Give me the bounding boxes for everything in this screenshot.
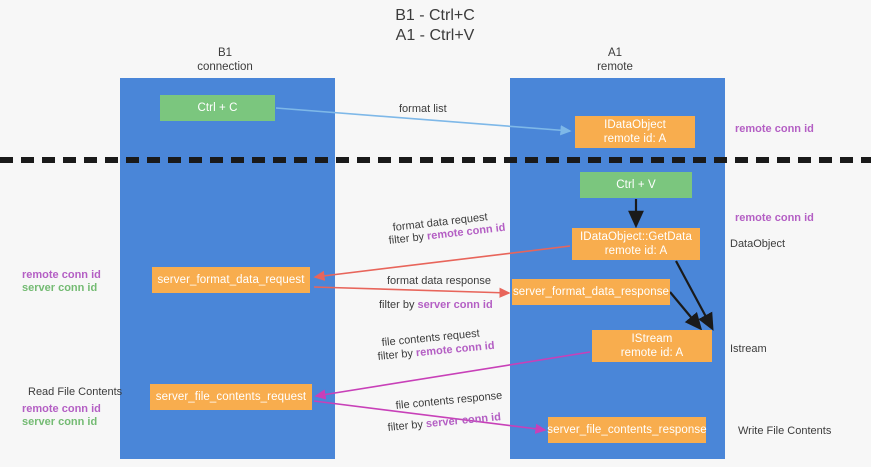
column-heading-a1: A1 remote [597, 47, 633, 73]
edge-label-filter-server-conn-id-1: filter by server conn id [379, 298, 493, 312]
right-label-dataobject: DataObject [730, 238, 786, 250]
node-ctrl-v[interactable]: Ctrl + V [580, 172, 692, 198]
edge-label-filter-server-conn-id-2: filter by server conn id [387, 410, 502, 435]
node-idataobject-getdata[interactable]: IDataObject::GetData remote id: A [572, 228, 700, 260]
page-title: B1 - Ctrl+C A1 - Ctrl+V [395, 7, 475, 44]
left-label-server-conn-id: server conn id [22, 282, 98, 294]
node-server-format-data-request[interactable]: server_format_data_request [152, 267, 310, 293]
left-label-remote-conn-id-2: remote conn id [22, 403, 101, 415]
filter-by-text: filter by [377, 347, 417, 363]
server-conn-id-text: server conn id [425, 411, 502, 431]
right-label-write-file-contents: Write File Contents [738, 425, 832, 437]
right-label-remote-conn-id-mid: remote conn id [735, 212, 814, 224]
edge-label-format-data-response: format data response [387, 275, 491, 287]
filter-by-text: filter by [387, 418, 427, 434]
right-label-istream: Istream [730, 343, 767, 355]
filter-by-text: filter by [388, 230, 428, 247]
server-conn-id-text: server conn id [417, 299, 493, 311]
node-server-format-data-response[interactable]: server_format_data_response [512, 279, 670, 305]
column-heading-b1: B1 connection [197, 47, 253, 73]
node-istream[interactable]: IStream remote id: A [592, 330, 712, 362]
left-label-remote-conn-id: remote conn id [22, 269, 101, 281]
node-idataobject[interactable]: IDataObject remote id: A [575, 116, 695, 148]
phase-divider [0, 157, 871, 163]
node-ctrl-c[interactable]: Ctrl + C [160, 95, 275, 121]
edge-label-file-contents-response: file contents response [395, 389, 503, 412]
right-label-remote-conn-id-top: remote conn id [735, 123, 814, 135]
left-label-read-file-contents: Read File Contents [28, 386, 123, 398]
filter-by-text: filter by [379, 299, 418, 311]
node-server-file-contents-request[interactable]: server_file_contents_request [150, 384, 312, 410]
node-server-file-contents-response[interactable]: server_file_contents_response [547, 417, 707, 443]
left-label-server-conn-id-2: server conn id [22, 416, 98, 428]
edge-label-format-list: format list [399, 103, 447, 115]
